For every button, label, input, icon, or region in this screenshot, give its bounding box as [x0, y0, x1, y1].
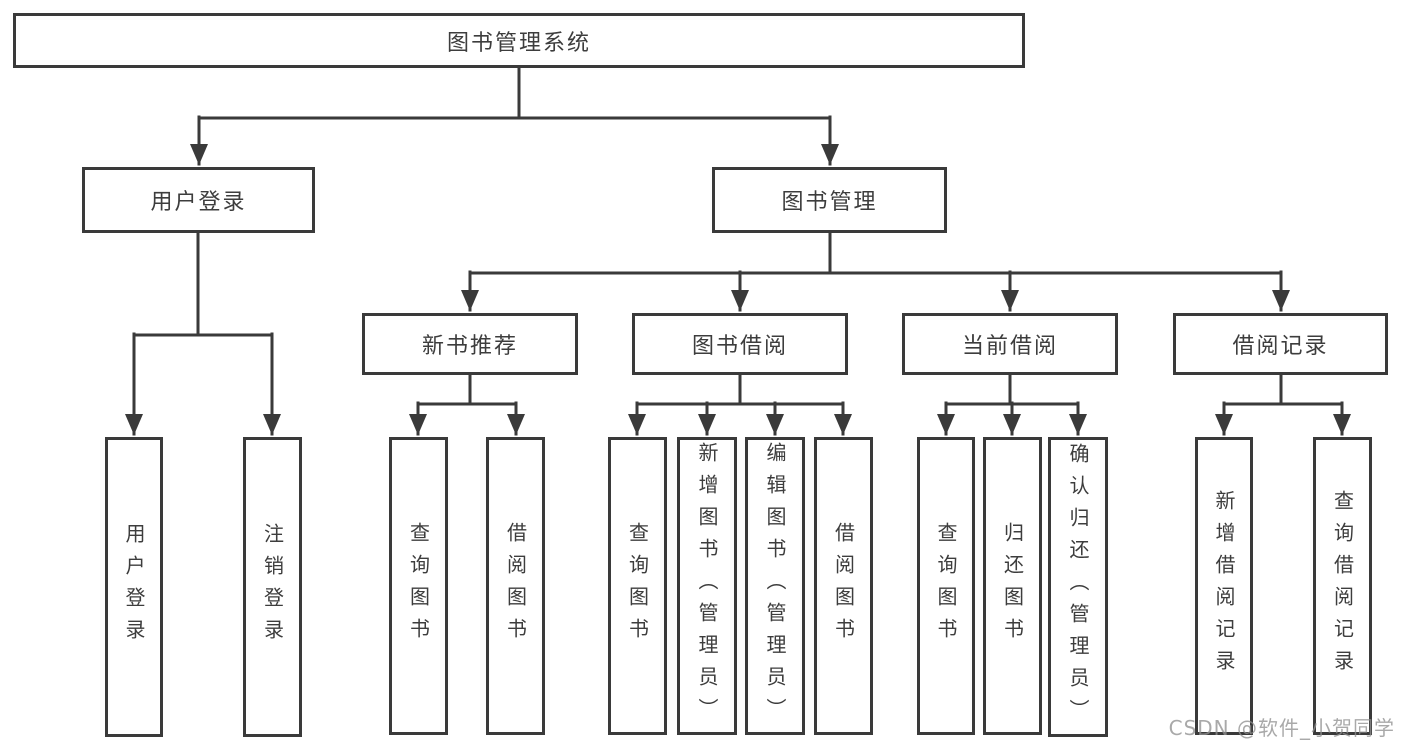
- node-records-query-record: 查询借阅记录: [1313, 437, 1372, 735]
- node-logout-login: 注销登录: [243, 437, 302, 737]
- node-borrow-query-books: 查询图书: [608, 437, 667, 735]
- node-label: 新增借阅记录: [1212, 490, 1236, 682]
- node-current-query-books: 查询图书: [917, 437, 975, 735]
- node-label: 图书借阅: [691, 334, 788, 359]
- node-new-book-recommendation: 新书推荐: [362, 313, 578, 375]
- node-borrow-edit-books-admin: 编辑图书（管理员）: [745, 437, 805, 735]
- node-label: 新书推荐: [421, 334, 518, 359]
- node-label: 图书管理: [781, 190, 878, 215]
- connector-book-management-branch: [468, 229, 1283, 275]
- node-current-return-books: 归还图书: [983, 437, 1042, 735]
- connector-root-to-level2: [197, 64, 832, 120]
- node-label: 用户登录: [150, 190, 247, 215]
- node-label: 查询图书: [625, 522, 650, 650]
- connector-user-login-branch: [132, 229, 274, 337]
- node-borrow-borrow-books: 借阅图书: [814, 437, 873, 735]
- connector-current-branch: [944, 371, 1080, 406]
- node-label: 图书管理系统: [446, 30, 591, 56]
- node-current-confirm-return-admin: 确认归还（管理员）: [1048, 437, 1108, 737]
- node-label: 借阅记录: [1232, 334, 1329, 359]
- connector-records-branch: [1222, 371, 1344, 406]
- node-label: 查询图书: [406, 522, 431, 650]
- node-label: 用户登录: [122, 523, 146, 651]
- node-label: 查询借阅记录: [1330, 490, 1355, 682]
- node-label: 编辑图书（管理员）: [763, 442, 787, 730]
- node-label: 归还图书: [1000, 522, 1025, 650]
- node-user-login: 用户登录: [82, 167, 315, 233]
- node-book-borrowing: 图书借阅: [632, 313, 848, 375]
- connector-borrowing-branch: [635, 371, 845, 406]
- node-borrow-add-books-admin: 新增图书（管理员）: [677, 437, 737, 735]
- node-label: 确认归还（管理员）: [1066, 443, 1090, 731]
- node-label: 借阅图书: [831, 522, 856, 650]
- node-recommend-query-books: 查询图书: [389, 437, 448, 735]
- node-label: 查询图书: [934, 522, 958, 650]
- csdn-watermark: CSDN @软件_小贺同学: [1168, 716, 1395, 740]
- node-label: 新增图书（管理员）: [695, 442, 719, 730]
- node-label: 当前借阅: [961, 334, 1058, 359]
- node-label: 借阅图书: [503, 522, 528, 650]
- node-records-add-record: 新增借阅记录: [1195, 437, 1253, 735]
- node-borrowing-records: 借阅记录: [1173, 313, 1388, 375]
- node-current-borrowing: 当前借阅: [902, 313, 1118, 375]
- node-user-login-action: 用户登录: [105, 437, 163, 737]
- node-recommend-borrow-books: 借阅图书: [486, 437, 545, 735]
- connector-recommendation-branch: [416, 371, 518, 406]
- node-library-management-system: 图书管理系统: [13, 13, 1025, 68]
- node-label: 注销登录: [260, 523, 285, 651]
- node-book-management: 图书管理: [712, 167, 947, 233]
